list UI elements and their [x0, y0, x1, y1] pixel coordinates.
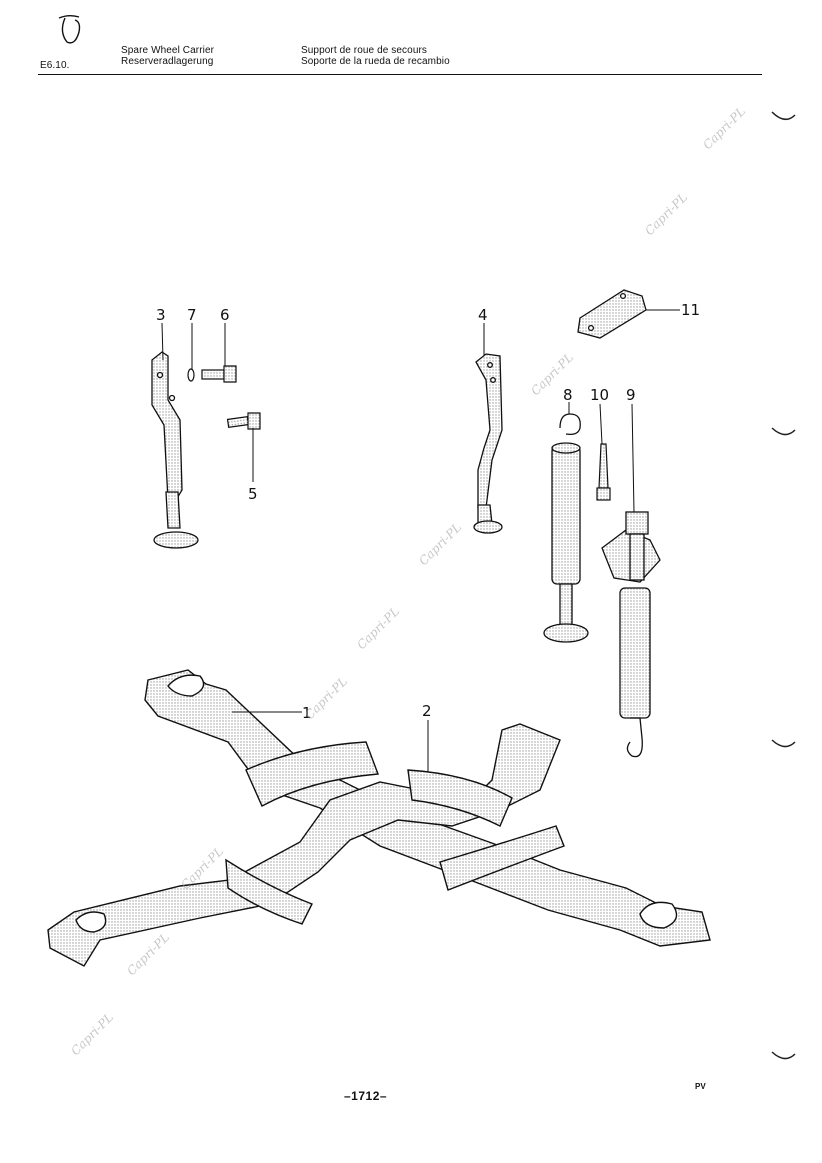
callout-4: 4 [478, 306, 488, 324]
callout-5: 5 [248, 485, 258, 503]
binder-holes [771, 111, 796, 1060]
callout-3: 3 [156, 306, 166, 324]
part-8-leg [543, 413, 589, 643]
callout-2: 2 [422, 702, 432, 720]
footer-code: PV [695, 1082, 706, 1091]
watermark-8: Capri-PL [124, 930, 172, 978]
header-rule [38, 74, 762, 75]
callout-8: 8 [563, 386, 573, 404]
part-5-bolt [226, 412, 261, 430]
title-en-de: Spare Wheel Carrier Reserveradlagerung [121, 45, 214, 67]
part-7-washer [187, 368, 195, 382]
frame-pads [225, 741, 565, 925]
callout-9: 9 [626, 386, 636, 404]
watermark-5: Capri-PL [354, 604, 402, 652]
callout-7: 7 [187, 306, 197, 324]
leader-lines [161, 309, 680, 772]
title-es: Soporte de la rueda de recambio [301, 56, 450, 67]
callout-1: 1 [302, 704, 312, 722]
page-number: –1712– [344, 1089, 388, 1103]
watermark-1: Capri-PL [700, 104, 748, 152]
section-code: E6.10. [40, 60, 70, 71]
title-fr: Support de roue de secours [301, 45, 428, 56]
part-3-bracket [151, 351, 199, 549]
handwritten-mark [58, 15, 81, 44]
watermark-4: Capri-PL [416, 520, 464, 568]
watermark-6: Capri-PL [302, 674, 350, 722]
watermark-2: Capri-PL [642, 190, 690, 238]
part-9-tensioner [601, 511, 661, 758]
part-4-bracket [473, 353, 503, 534]
callout-labels: 1 2 3 4 5 6 7 8 9 10 11 [156, 301, 700, 722]
watermark-9: Capri-PL [68, 1010, 116, 1058]
title-de: Reserveradlagerung [121, 56, 214, 67]
callout-6: 6 [220, 306, 230, 324]
part-10-pin [596, 443, 611, 501]
part-6-bolt [201, 365, 237, 383]
callout-10: 10 [590, 386, 609, 404]
part-11-pad [577, 289, 647, 339]
part-2-crossframe [47, 723, 561, 967]
title-en: Spare Wheel Carrier [121, 45, 215, 56]
title-fr-es: Support de roue de secours Soporte de la… [301, 45, 450, 67]
callout-11: 11 [681, 301, 700, 319]
